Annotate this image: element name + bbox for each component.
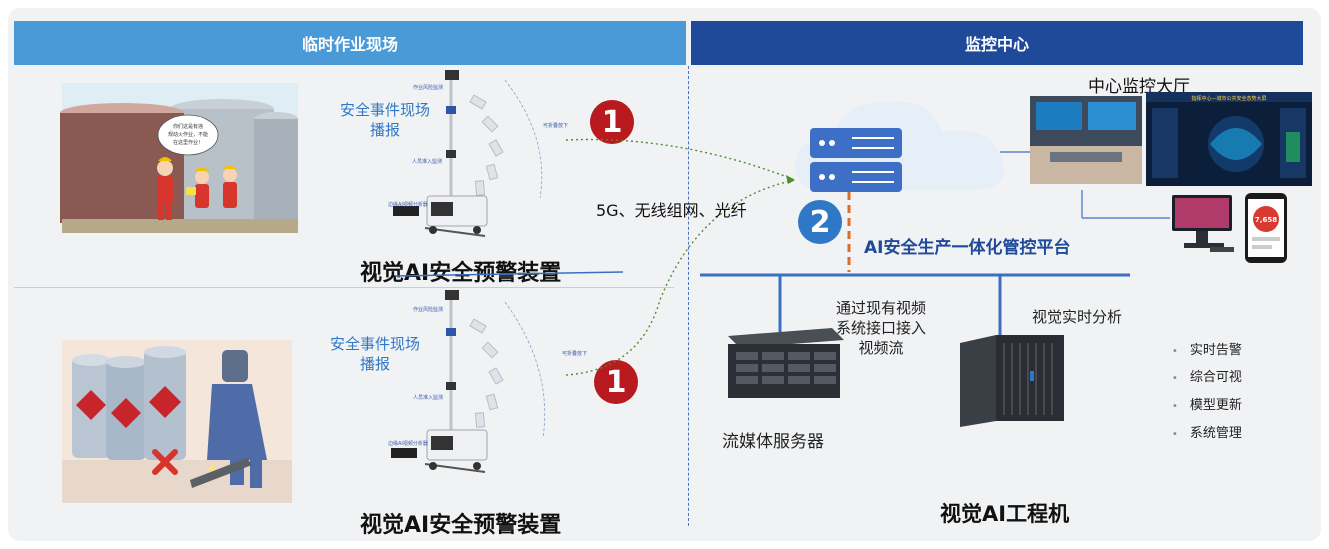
svg-text:7,658: 7,658 xyxy=(1255,216,1277,224)
platform-label: AI安全生产一体化管控平台 xyxy=(864,238,1071,258)
svg-text:规动火作业，不能: 规动火作业，不能 xyxy=(168,131,208,138)
tiny-label-edge-bottom: 边缘AI视频分析器 xyxy=(388,441,428,447)
ai-warning-device-top xyxy=(393,70,543,237)
svg-text:指挥中心—城市公共安全态势大屏: 指挥中心—城市公共安全态势大屏 xyxy=(1191,95,1266,102)
feature-item-alarm: •实时告警 xyxy=(1172,343,1242,358)
tiny-label-fold-bottom: 可折叠放下 xyxy=(562,351,588,357)
title-underline-top xyxy=(394,271,624,277)
tiny-label-edge-top: 边缘AI视频分析器 xyxy=(388,202,428,208)
streaming-server-label: 流媒体服务器 xyxy=(722,432,824,452)
row-divider xyxy=(14,287,674,288)
network-label: 5G、无线组网、光纤 xyxy=(596,201,747,220)
video-access-label: 通过现有视频 系统接口接入 视频流 xyxy=(836,299,927,357)
engineering-machine-title: 视觉AI工程机 xyxy=(940,502,1070,526)
section-divider xyxy=(688,66,689,526)
cloud-server-icon xyxy=(795,101,1004,192)
tank-scene-illustration: 你们这是有违 规动火作业，不能 在这里作业！ xyxy=(60,83,298,233)
tiny-label-access-top: 人员准入监测 xyxy=(412,159,443,165)
tiny-label-access-bottom: 人员准入监测 xyxy=(413,395,444,401)
event-broadcast-label-top: 安全事件现场 播报 xyxy=(340,101,431,139)
platform-dashed-link xyxy=(847,192,851,272)
badge-one-bottom: 1 xyxy=(594,360,638,404)
feature-item-system: •系统管理 xyxy=(1172,426,1242,441)
mobile-phone-icon: 7,658 xyxy=(1245,193,1287,263)
svg-text:你们这是有违: 你们这是有违 xyxy=(173,123,203,130)
control-hall-connector xyxy=(1000,151,1170,219)
dashboard-screen: 指挥中心—城市公共安全态势大屏 xyxy=(1146,92,1312,186)
ai-warning-device-bottom xyxy=(391,290,546,473)
feature-item-visual: •综合可视 xyxy=(1172,370,1242,385)
tiny-label-risk-bottom: 作业风险监测 xyxy=(413,307,444,313)
ai-workstation-icon xyxy=(960,335,1064,427)
svg-text:在这里作业！: 在这里作业！ xyxy=(173,139,203,146)
welding-scene-illustration xyxy=(62,340,292,503)
desktop-computer-icon xyxy=(1172,195,1234,252)
event-broadcast-label-bottom: 安全事件现场 播报 xyxy=(330,335,421,373)
control-room-photo xyxy=(1030,96,1142,184)
header-monitoring-center: 监控中心 xyxy=(691,21,1303,65)
feature-item-model: •模型更新 xyxy=(1172,398,1242,413)
tiny-label-fold-top: 可折叠放下 xyxy=(543,123,569,129)
tiny-label-risk-top: 作业风险监测 xyxy=(413,85,444,91)
streaming-server-icon xyxy=(728,328,844,398)
device-title-bottom: 视觉AI安全预警装置 xyxy=(360,513,562,538)
badge-one-top: 1 xyxy=(590,100,634,144)
badge-two: 2 xyxy=(798,200,842,244)
header-site: 临时作业现场 xyxy=(14,21,686,65)
realtime-analysis-label: 视觉实时分析 xyxy=(1032,308,1123,326)
